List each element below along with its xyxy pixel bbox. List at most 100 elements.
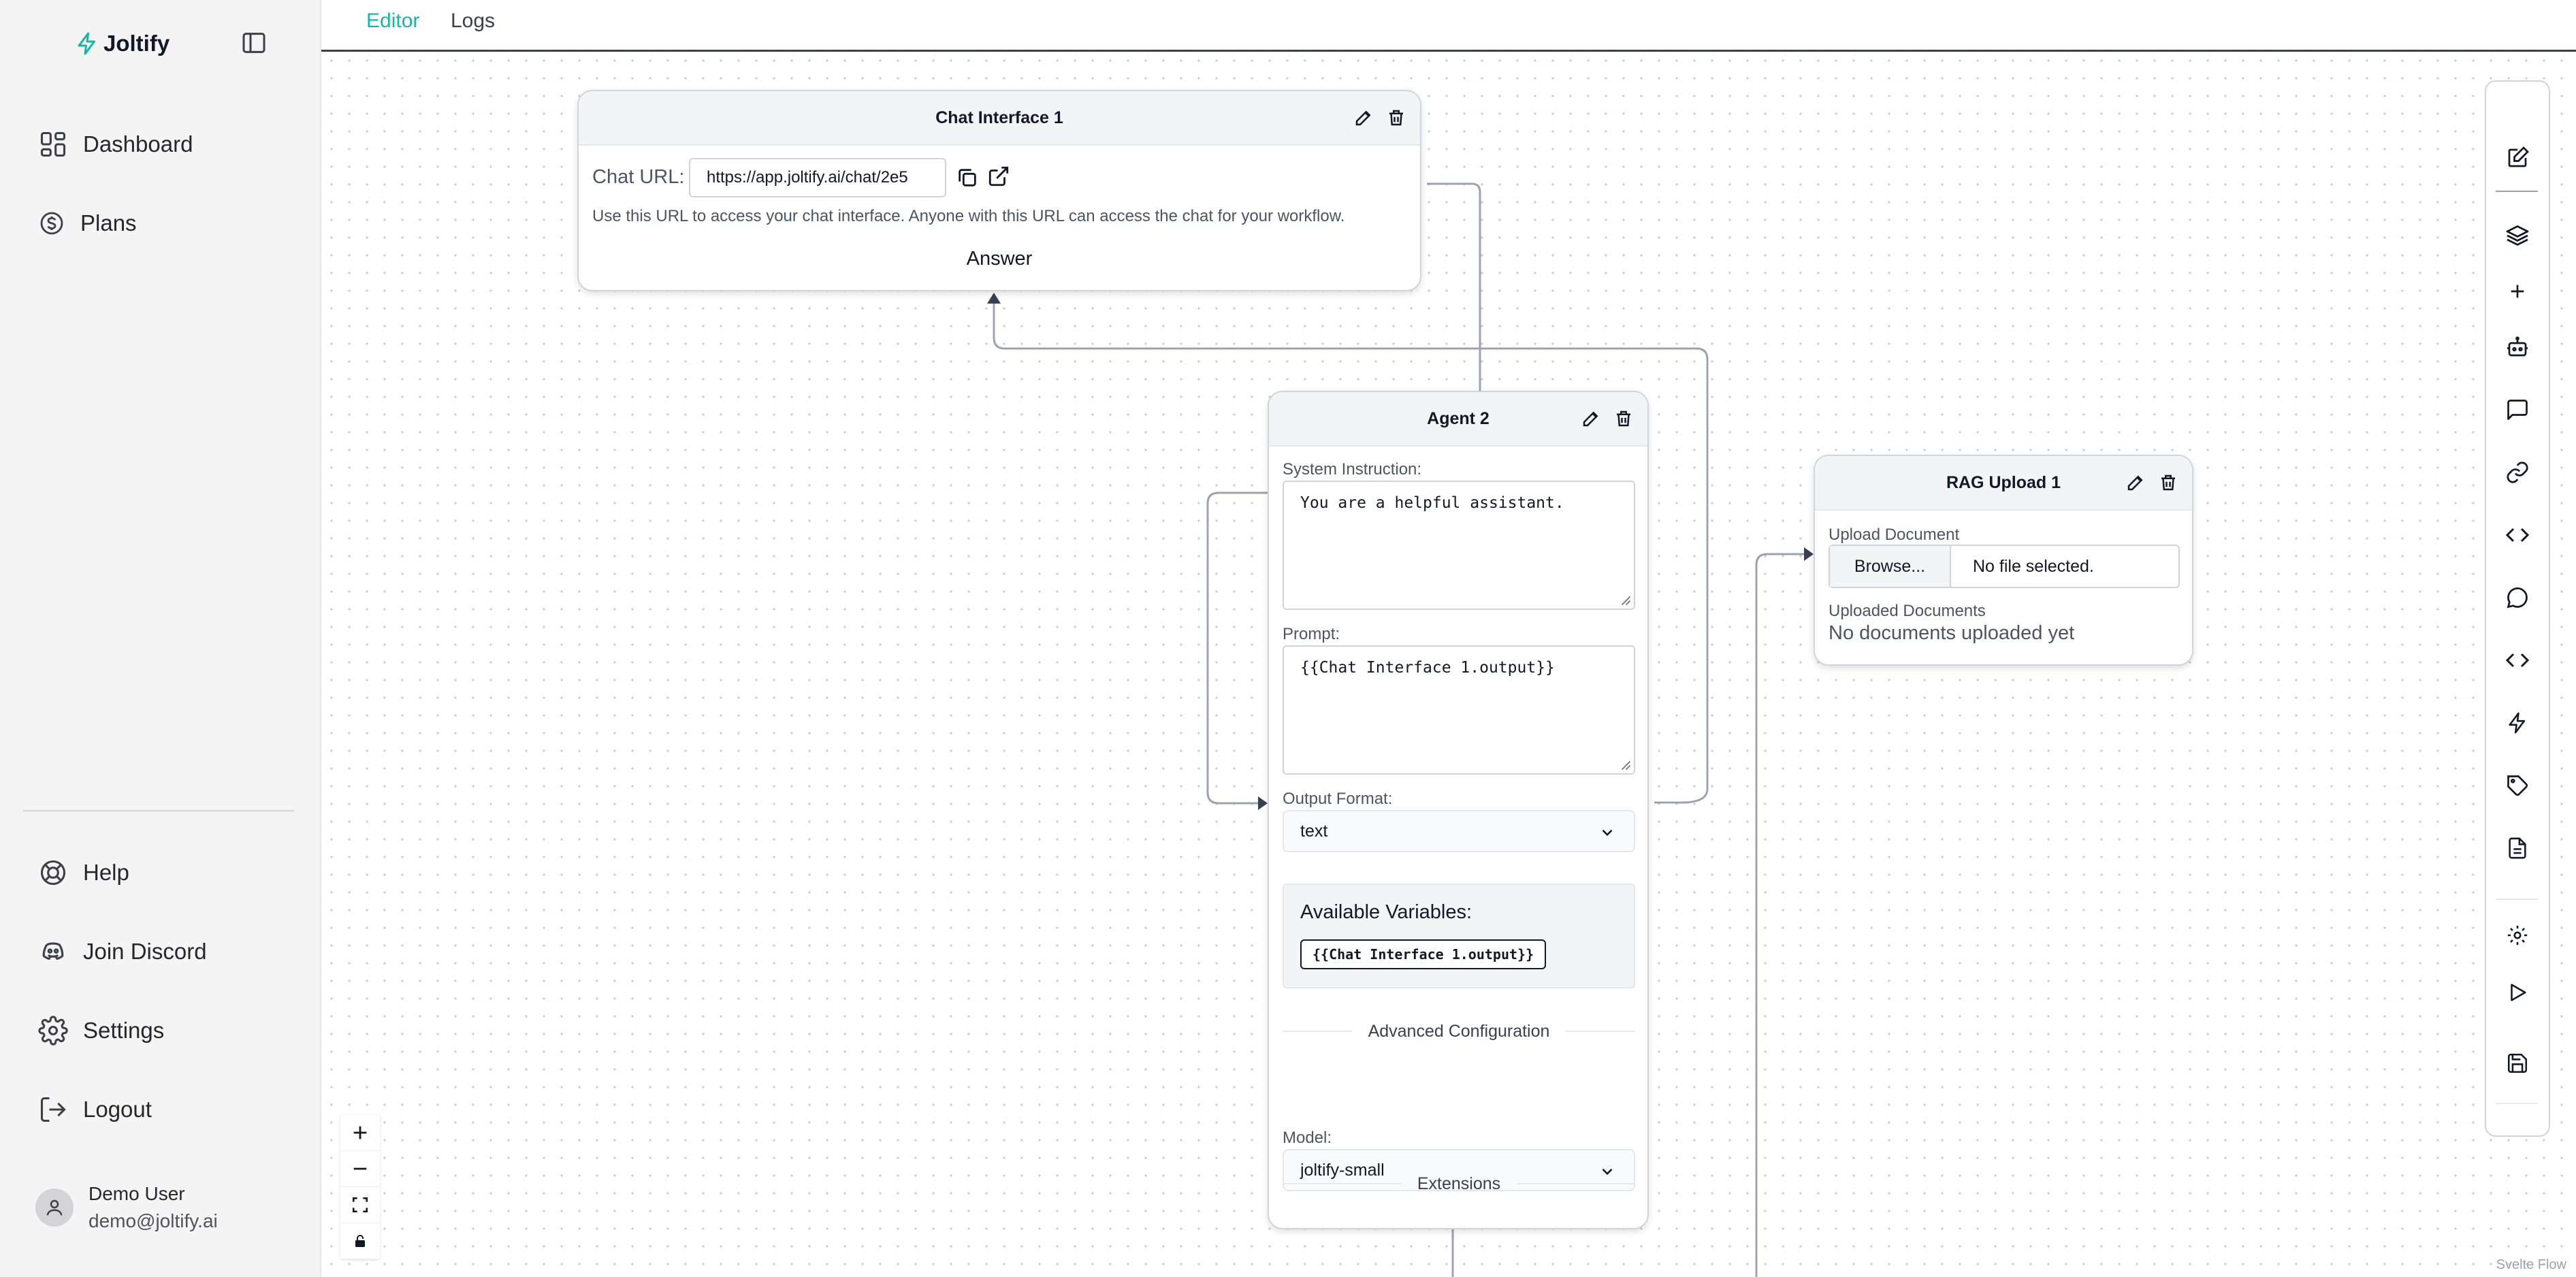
advanced-config-divider[interactable]: Advanced Configuration <box>1283 1021 1636 1041</box>
edge-to-rag <box>1755 553 1804 1277</box>
resize-grip-icon[interactable] <box>1619 758 1631 771</box>
system-instruction-value: You are a helpful assistant. <box>1300 494 1564 512</box>
sidebar-item-dashboard[interactable]: Dashboard <box>38 124 193 165</box>
trash-icon[interactable] <box>1613 408 1634 429</box>
svelte-flow-attribution[interactable]: Svelte Flow <box>2496 1257 2566 1272</box>
file-input[interactable]: Browse... No file selected. <box>1829 545 2180 588</box>
tool-document[interactable] <box>2504 835 2531 862</box>
edit-icon[interactable] <box>1353 108 1374 128</box>
model-label: Model: <box>1283 1129 1332 1147</box>
sidebar-item-settings[interactable]: Settings <box>38 1010 164 1051</box>
sidebar-item-label: Join Discord <box>83 939 207 964</box>
fit-view-button[interactable] <box>340 1187 380 1223</box>
avatar <box>35 1189 74 1227</box>
layers-icon <box>2506 225 2529 246</box>
tool-run[interactable] <box>2504 979 2531 1006</box>
tool-message[interactable] <box>2504 584 2531 611</box>
message-circle-icon <box>2507 587 2528 609</box>
node-chat-interface[interactable]: Chat Interface 1 Chat URL: https://app.j… <box>577 90 1421 291</box>
external-link-icon[interactable] <box>987 165 1010 188</box>
upload-document-label: Upload Document <box>1829 526 1960 544</box>
node-header[interactable]: Chat Interface 1 <box>579 91 1420 146</box>
zoom-out-button[interactable] <box>340 1151 380 1187</box>
sidebar-item-label: Logout <box>83 1097 152 1122</box>
chevron-down-icon <box>1602 1168 1613 1176</box>
tab-editor[interactable]: Editor <box>366 10 420 32</box>
brand[interactable]: Joltify <box>75 26 170 61</box>
available-variables-panel: Available Variables: {{Chat Interface 1.… <box>1283 884 1635 988</box>
lock-icon <box>355 1235 365 1247</box>
trash-icon[interactable] <box>2158 472 2178 493</box>
chat-url-label: Chat URL: <box>592 166 685 188</box>
tool-settings[interactable] <box>2504 922 2531 949</box>
tool-link[interactable] <box>2504 459 2531 486</box>
edit-icon[interactable] <box>1581 408 1601 429</box>
extensions-label: Extensions <box>1417 1174 1501 1193</box>
edit-icon[interactable] <box>2125 472 2146 493</box>
user-icon <box>46 1199 63 1216</box>
model-value: joltify-small <box>1300 1160 1385 1180</box>
prompt-textarea[interactable]: {{Chat Interface 1.output}} <box>1283 645 1635 775</box>
tool-add[interactable] <box>2504 278 2531 305</box>
chat-square-icon <box>2507 400 2528 420</box>
tool-tag[interactable] <box>2504 772 2531 799</box>
dollar-circle-icon <box>40 212 63 235</box>
tool-layers[interactable] <box>2504 222 2531 249</box>
tool-edit[interactable] <box>2504 144 2531 172</box>
document-icon <box>2509 837 2526 859</box>
lock-button[interactable] <box>340 1223 380 1259</box>
top-bar: Editor Logs <box>321 0 2576 52</box>
user-profile[interactable]: Demo User demo@joltify.ai <box>35 1180 218 1235</box>
tool-code-2[interactable] <box>2504 647 2531 674</box>
sidebar-item-discord[interactable]: Join Discord <box>38 931 207 972</box>
dashboard-icon <box>40 131 66 157</box>
node-agent[interactable]: Agent 2 System Instruction: You are a he… <box>1268 391 1649 1229</box>
tool-agent[interactable] <box>2504 334 2531 361</box>
output-format-label: Output Format: <box>1283 790 1393 808</box>
tool-save[interactable] <box>2504 1050 2531 1077</box>
flow-canvas[interactable]: Chat Interface 1 Chat URL: https://app.j… <box>323 52 2576 1277</box>
lightning-logo-icon <box>78 32 95 55</box>
link-icon <box>2507 462 2528 483</box>
output-format-select[interactable]: text <box>1283 810 1635 852</box>
zoom-in-button[interactable] <box>340 1115 380 1151</box>
sidebar: Joltify Dashboard Plans Help Join Discor… <box>0 0 321 1277</box>
system-instruction-textarea[interactable]: You are a helpful assistant. <box>1283 481 1635 610</box>
toolbar-separator <box>2496 1103 2538 1104</box>
node-title: Agent 2 <box>1427 408 1490 428</box>
resize-grip-icon[interactable] <box>1619 594 1631 606</box>
toolbar-separator <box>2496 191 2538 192</box>
sidebar-item-label: Plans <box>80 210 137 236</box>
plus-icon <box>2511 285 2524 298</box>
tool-trigger[interactable] <box>2504 709 2531 737</box>
advanced-config-label: Advanced Configuration <box>1368 1021 1550 1041</box>
chat-url-field[interactable]: https://app.joltify.ai/chat/2e5 <box>689 158 946 197</box>
available-variables-title: Available Variables: <box>1300 901 1472 923</box>
sidebar-toggle-button[interactable] <box>238 27 270 59</box>
user-name: Demo User <box>88 1183 185 1204</box>
uploaded-documents-label: Uploaded Documents <box>1829 602 1986 620</box>
node-title: Chat Interface 1 <box>935 108 1063 127</box>
node-header[interactable]: Agent 2 <box>1269 392 1647 447</box>
gear-icon <box>2507 925 2528 945</box>
variable-chip[interactable]: {{Chat Interface 1.output}} <box>1300 939 1547 969</box>
browse-button[interactable]: Browse... <box>1830 546 1951 587</box>
sidebar-item-logout[interactable]: Logout <box>38 1089 152 1130</box>
tool-code[interactable] <box>2504 521 2531 549</box>
tool-chat[interactable] <box>2504 396 2531 423</box>
extensions-divider-line[interactable]: Extensions <box>1283 1174 1636 1194</box>
tab-logs[interactable]: Logs <box>451 10 496 32</box>
right-toolbar <box>2485 80 2550 1137</box>
trash-icon[interactable] <box>1386 108 1406 128</box>
fit-view-icon <box>352 1197 368 1213</box>
node-rag-upload[interactable]: RAG Upload 1 Upload Document Browse... N… <box>1814 455 2193 666</box>
play-icon <box>2511 984 2526 1001</box>
arrowhead-to-rag <box>1804 547 1814 561</box>
node-header[interactable]: RAG Upload 1 <box>1815 456 2192 511</box>
sidebar-item-help[interactable]: Help <box>38 852 129 893</box>
edit-square-icon <box>2508 146 2529 167</box>
sidebar-item-plans[interactable]: Plans <box>38 203 137 244</box>
copy-icon[interactable] <box>956 166 979 189</box>
zoom-controls <box>340 1115 380 1259</box>
arrowhead-to-chat <box>987 293 1001 304</box>
